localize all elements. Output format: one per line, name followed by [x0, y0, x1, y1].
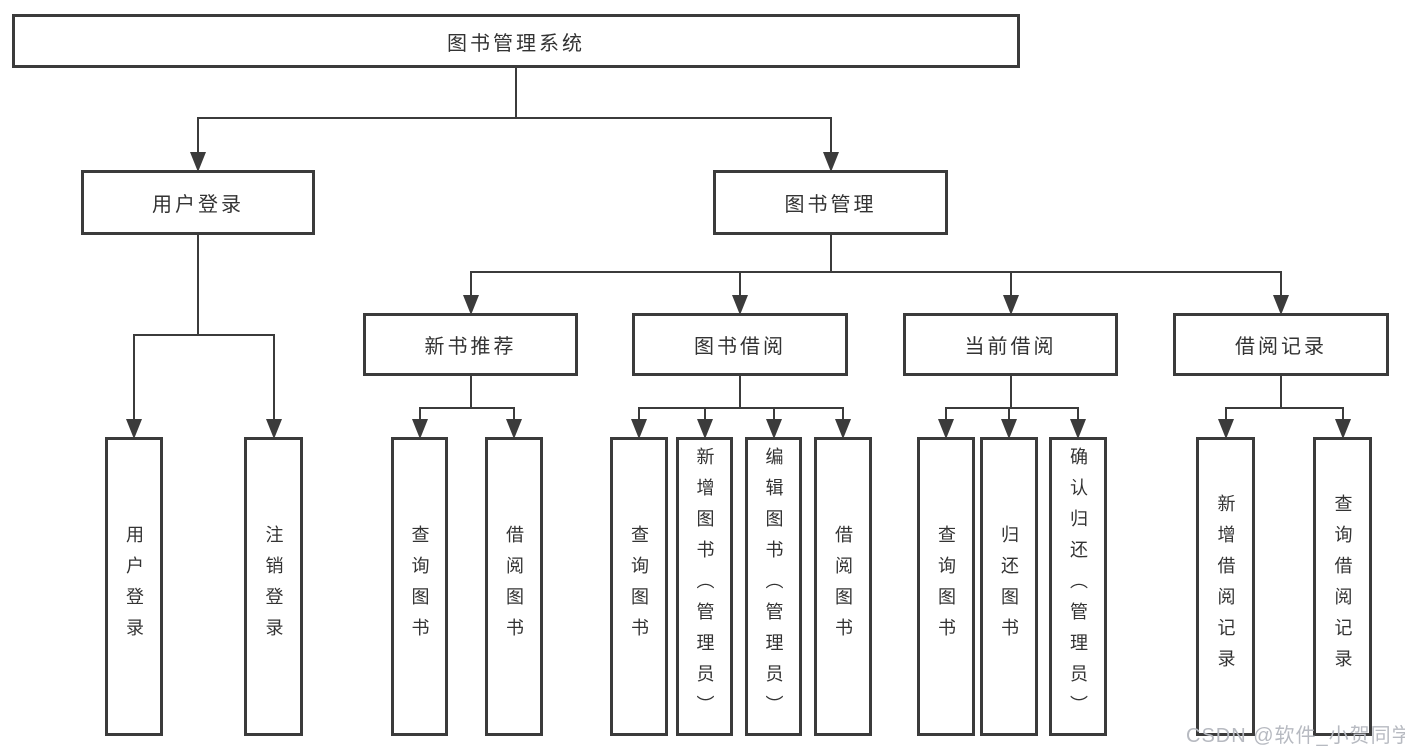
connector-line [1009, 272, 1012, 297]
node-leaf-user-login: 用户登录 [105, 437, 163, 736]
node-borrow-records: 借阅记录 [1173, 313, 1389, 376]
node-root: 图书管理系统 [12, 14, 1020, 68]
connector-line [772, 408, 775, 421]
node-leaf-add-book-admin: 新增图书（管理员） [676, 437, 733, 736]
connector-line [1224, 407, 1344, 409]
node-label-book-borrow: 图书借阅 [694, 336, 786, 358]
node-leaf-logout: 注销登录 [244, 437, 303, 736]
connector-line [515, 66, 517, 119]
node-label-user-login: 用户登录 [152, 194, 244, 216]
arrow-down-icon [126, 419, 142, 439]
connector-line [133, 335, 135, 421]
node-user-login: 用户登录 [81, 170, 315, 235]
node-label-leaf-return-book: 归还图书 [999, 524, 1019, 649]
node-leaf-borrow-book-1: 借阅图书 [485, 437, 543, 736]
connector-line [513, 408, 515, 421]
connector-line [638, 408, 640, 421]
node-label-leaf-user-login: 用户登录 [124, 524, 144, 649]
connector-line [638, 407, 844, 409]
connector-line [197, 117, 832, 119]
node-label-leaf-query-book-1: 查询图书 [409, 524, 430, 649]
arrow-down-icon [1070, 419, 1086, 439]
connector-line [272, 335, 275, 421]
connector-line [842, 408, 844, 421]
node-leaf-confirm-return-admin: 确认归还（管理员） [1049, 437, 1107, 736]
node-label-leaf-confirm-return-admin: 确认归还（管理员） [1068, 447, 1088, 726]
connector-line [1009, 374, 1012, 409]
node-leaf-query-book-1: 查询图书 [391, 437, 448, 736]
connector-line [418, 408, 421, 421]
arrow-down-icon [462, 295, 479, 315]
node-label-leaf-query-book-3: 查询图书 [936, 524, 956, 649]
arrow-down-icon [631, 419, 647, 439]
node-label-leaf-query-borrow-record: 查询借阅记录 [1332, 493, 1353, 680]
node-leaf-edit-book-admin: 编辑图书（管理员） [745, 437, 802, 736]
node-label-root: 图书管理系统 [447, 32, 585, 55]
connector-line [1280, 374, 1282, 409]
node-leaf-return-book: 归还图书 [980, 437, 1038, 736]
connector-line [469, 271, 1282, 273]
arrow-down-icon [1273, 295, 1289, 315]
node-leaf-query-borrow-record: 查询借阅记录 [1313, 437, 1372, 736]
connector-line [197, 233, 199, 336]
node-label-new-book-recommend: 新书推荐 [424, 336, 517, 358]
connector-line [703, 408, 706, 421]
arrow-down-icon [835, 419, 851, 439]
connector-line [829, 118, 832, 154]
node-label-borrow-records: 借阅记录 [1235, 336, 1327, 358]
arrow-down-icon [822, 152, 839, 172]
connector-line [418, 407, 515, 409]
connector-line [197, 118, 199, 154]
node-leaf-query-book-2: 查询图书 [610, 437, 668, 736]
arrow-down-icon [1002, 295, 1019, 315]
node-current-borrow: 当前借阅 [903, 313, 1118, 376]
arrow-down-icon [1334, 419, 1351, 439]
node-leaf-add-borrow-record: 新增借阅记录 [1196, 437, 1255, 736]
arrow-down-icon [411, 419, 428, 439]
connector-line [739, 272, 741, 297]
connector-line [1224, 408, 1227, 421]
arrow-down-icon [1001, 419, 1017, 439]
csdn-watermark: CSDN @软件_小贺同学 [1186, 725, 1405, 747]
node-book-borrow: 图书借阅 [632, 313, 848, 376]
node-leaf-query-book-3: 查询图书 [917, 437, 975, 736]
connector-line [469, 272, 472, 297]
arrow-down-icon [938, 419, 954, 439]
node-label-leaf-query-book-2: 查询图书 [629, 524, 649, 649]
connector-line [1077, 408, 1079, 421]
arrow-down-icon [696, 419, 713, 439]
arrow-down-icon [765, 419, 782, 439]
node-label-leaf-logout: 注销登录 [263, 524, 284, 649]
connector-line [1280, 272, 1282, 297]
node-label-leaf-add-book-admin: 新增图书（管理员） [694, 447, 715, 726]
node-label-leaf-borrow-book-1: 借阅图书 [504, 524, 524, 649]
node-book-management: 图书管理 [713, 170, 948, 235]
arrow-down-icon [1217, 419, 1234, 439]
arrow-down-icon [265, 419, 282, 439]
node-label-leaf-borrow-book-2: 借阅图书 [833, 524, 853, 649]
node-leaf-borrow-book-2: 借阅图书 [814, 437, 872, 736]
connector-line [739, 374, 741, 409]
node-label-current-borrow: 当前借阅 [964, 336, 1057, 358]
connector-line [469, 374, 472, 409]
node-label-leaf-edit-book-admin: 编辑图书（管理员） [763, 447, 784, 726]
arrow-down-icon [732, 295, 748, 315]
connector-line [829, 233, 832, 273]
node-label-book-management: 图书管理 [784, 194, 877, 216]
connector-line [133, 334, 275, 336]
connector-line [945, 408, 947, 421]
node-new-book-recommend: 新书推荐 [363, 313, 578, 376]
connector-line [1341, 408, 1344, 421]
node-label-leaf-add-borrow-record: 新增借阅记录 [1215, 493, 1236, 680]
connector-line [1008, 408, 1010, 421]
connector-line [945, 407, 1079, 409]
arrow-down-icon [190, 152, 206, 172]
arrow-down-icon [506, 419, 522, 439]
